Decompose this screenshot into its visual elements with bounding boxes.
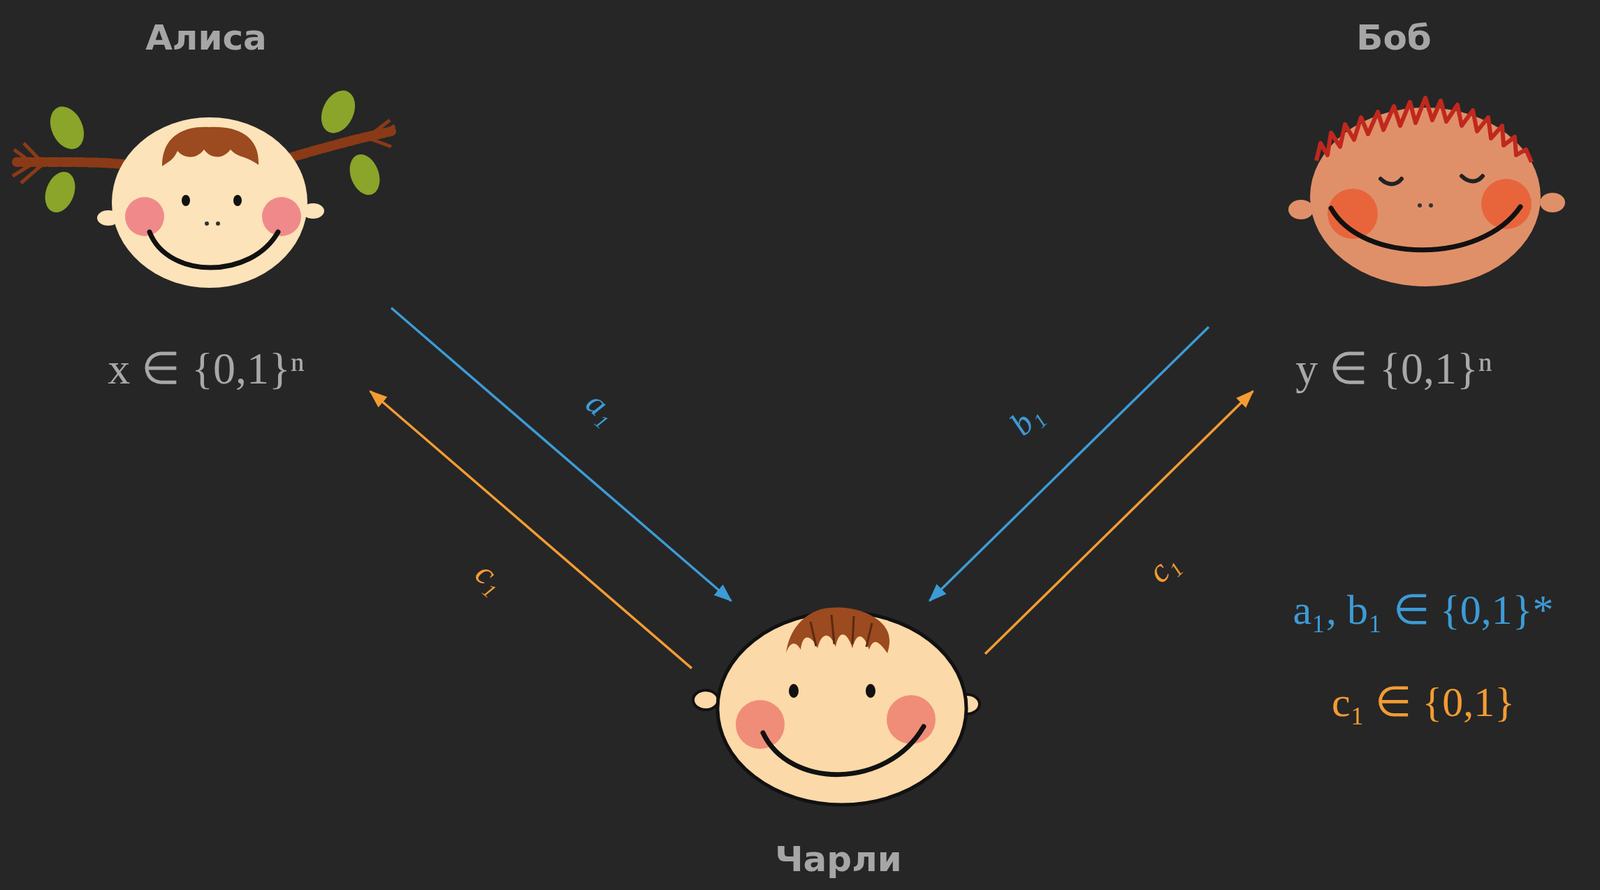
- message-domain-note: c₁ ∈ {0,1}: [1331, 679, 1515, 726]
- message-domain-note: a₁, b₁ ∈ {0,1}*: [1292, 586, 1554, 634]
- person-node: Боб y ∈ {0,1}ⁿ: [1208, 6, 1580, 392]
- message-arrow: [370, 391, 692, 669]
- person-name: Чарли: [691, 840, 986, 879]
- message-arrow: [929, 326, 1209, 601]
- input-formula: y ∈ {0,1}ⁿ: [1208, 344, 1580, 394]
- person-node: Алиса x ∈ {0,1}ⁿ: [20, 6, 392, 392]
- message-label: b₁: [1004, 397, 1049, 442]
- alice-face: [12, 85, 395, 288]
- person-node: Чарли: [691, 600, 986, 888]
- charlie-face: [693, 607, 980, 805]
- person-name: Алиса: [20, 18, 392, 58]
- message-label: c₁: [1141, 545, 1185, 589]
- person-name: Боб: [1208, 18, 1580, 58]
- message-label: a₁: [579, 385, 624, 430]
- message-label: c₁: [469, 555, 512, 599]
- input-formula: x ∈ {0,1}ⁿ: [20, 344, 392, 394]
- bob-face: [1288, 97, 1566, 287]
- message-arrow: [985, 391, 1253, 654]
